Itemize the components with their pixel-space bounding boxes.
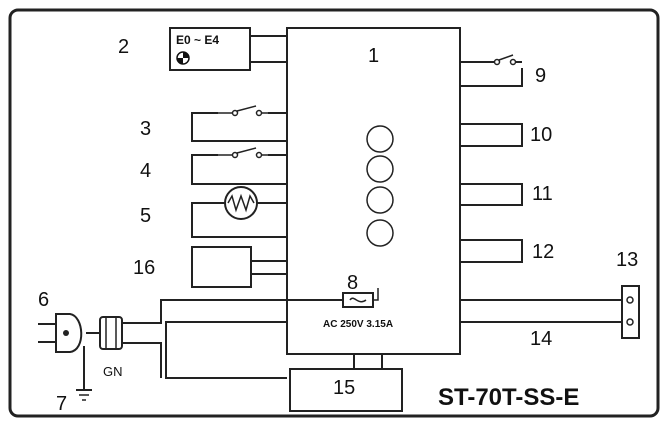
terminal-screw-1 xyxy=(626,296,634,304)
wire-power-a xyxy=(122,299,343,324)
controller-led-1 xyxy=(366,125,394,153)
label-15: 15 xyxy=(333,377,355,399)
switch-9-icon xyxy=(482,54,528,68)
label-6: 6 xyxy=(38,289,49,311)
sensor-icon xyxy=(176,51,190,65)
ground-symbol-icon xyxy=(76,389,92,401)
label-13: 13 xyxy=(616,249,638,271)
label-16: 16 xyxy=(133,257,155,279)
controller-led-2 xyxy=(366,155,394,183)
controller-led-3 xyxy=(366,186,394,214)
wire-15 xyxy=(353,354,383,369)
wire-power-c xyxy=(122,342,162,378)
terminal-screw-2 xyxy=(626,318,634,326)
wire-power-b xyxy=(165,321,287,379)
wire-12 xyxy=(460,239,523,263)
label-12: 12 xyxy=(532,241,554,263)
label-5: 5 xyxy=(140,205,151,227)
model-name: ST-70T-SS-E xyxy=(438,384,579,411)
label-1: 1 xyxy=(368,45,379,67)
label-11: 11 xyxy=(532,183,553,205)
wire-11 xyxy=(460,183,523,206)
switch-3-icon xyxy=(218,105,268,119)
label-10: 10 xyxy=(530,124,552,146)
display-range-text: E0 ~ E4 xyxy=(176,33,219,47)
label-7: 7 xyxy=(56,393,67,415)
wire-fuse-right xyxy=(373,288,379,301)
power-plug-icon xyxy=(38,313,123,353)
terminal-block xyxy=(621,285,640,339)
controller-led-4 xyxy=(366,219,394,247)
fuse-rating: AC 250V 3.15A xyxy=(323,319,393,330)
switch-4-icon xyxy=(218,147,268,161)
outer-frame xyxy=(8,8,660,418)
heater-icon xyxy=(224,186,258,220)
fuse-symbol-icon xyxy=(349,297,367,303)
label-9: 9 xyxy=(535,65,546,87)
component-16-box xyxy=(191,246,252,288)
component-15-box xyxy=(289,368,403,412)
label-4: 4 xyxy=(140,160,151,182)
label-2: 2 xyxy=(118,36,129,58)
label-8: 8 xyxy=(347,272,358,294)
wire-10 xyxy=(460,123,523,147)
label-3: 3 xyxy=(140,118,151,140)
label-14: 14 xyxy=(530,328,552,350)
ground-label: GN xyxy=(103,364,123,379)
